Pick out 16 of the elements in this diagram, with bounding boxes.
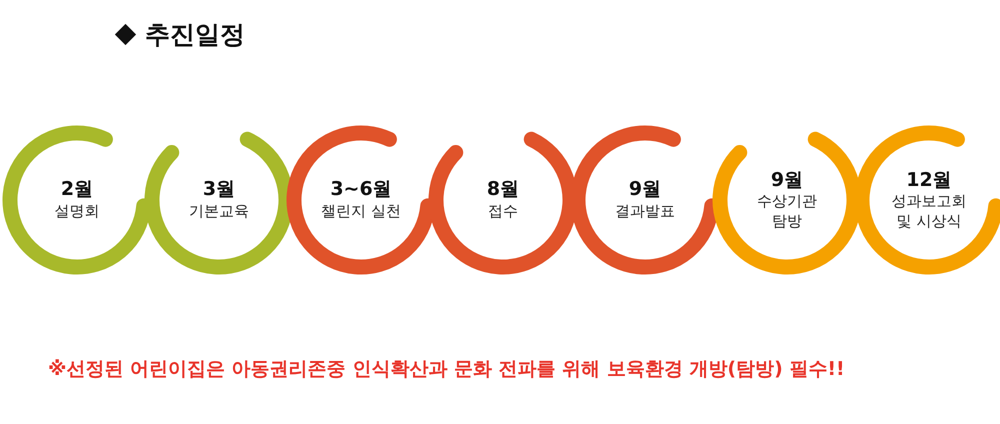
month-label: 3월	[202, 178, 236, 202]
month-label: 9월	[628, 178, 662, 202]
event-label: 결과발표	[615, 202, 675, 222]
event-label: 성과보고회 및 시상식	[890, 192, 968, 232]
event-label: 수상기관 탐방	[756, 192, 818, 232]
month-label: 2월	[60, 178, 94, 202]
month-label: 9월	[770, 168, 804, 192]
month-label: 12월	[906, 168, 952, 192]
month-label: 8월	[486, 178, 520, 202]
caption: ※선정된 어린이집은 아동권리존중 인식확산과 문화 전파를 위해 보육환경 개방(탐방) 필수!!	[48, 357, 845, 382]
event-label: 기본교육	[189, 202, 249, 222]
title: 추진일정	[145, 19, 245, 51]
event-label: 설명회	[54, 202, 100, 222]
event-label: 접수	[488, 202, 518, 222]
month-label: 3~6월	[330, 178, 392, 202]
event-label: 챌린지 실천	[321, 202, 401, 222]
